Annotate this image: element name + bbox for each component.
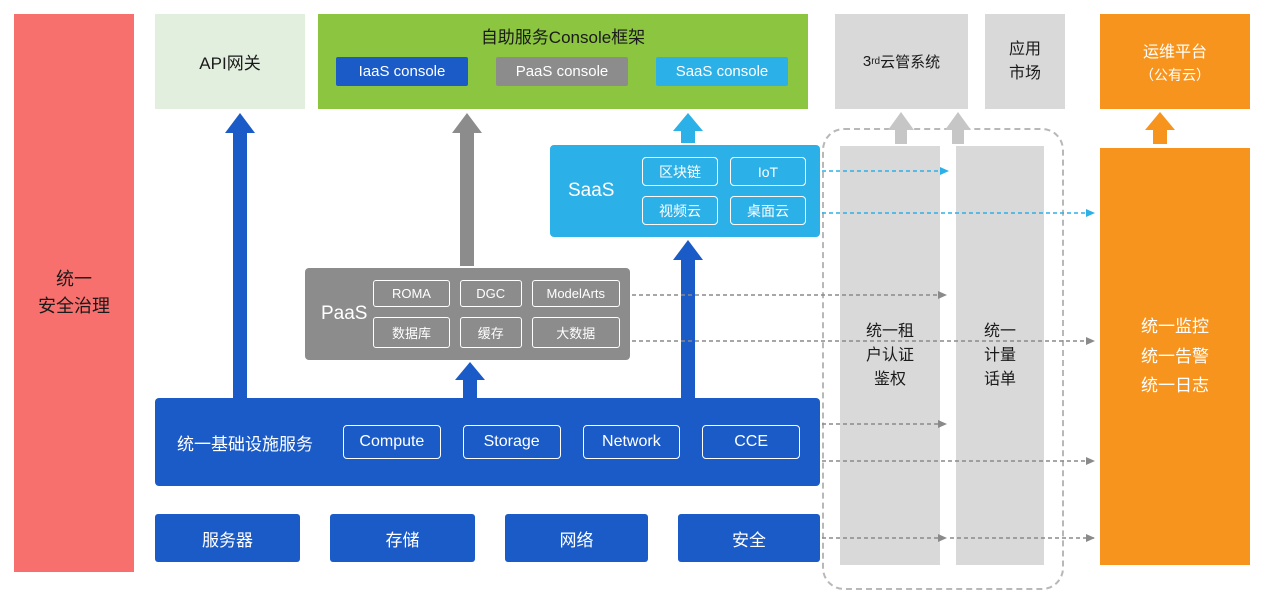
infra-item-storage: Storage — [462, 425, 561, 459]
saas-item-blockchain: 区块链 — [642, 157, 718, 186]
tenant-services-dashed-container — [822, 128, 1064, 590]
paas-item-database: 数据库 — [373, 317, 450, 348]
paas-item-modelarts: ModelArts — [531, 280, 620, 307]
security-governance-bar: 统一 安全治理 — [14, 14, 134, 572]
metering-bar: 统一 计量 话单 — [956, 146, 1044, 565]
console-framework-title: 自助服务Console框架 — [480, 28, 646, 47]
arrow-paas-to-console — [452, 113, 482, 266]
paas-label: PaaS — [321, 303, 368, 324]
infra-item-cce: CCE — [702, 425, 800, 459]
monitoring-bar: 统一监控 统一告警 统一日志 — [1100, 148, 1250, 565]
ops-platform-box: 运维平台 （公有云） — [1100, 14, 1250, 109]
arrow-monitoring-to-ops-platform — [1145, 112, 1175, 144]
paas-item-roma: ROMA — [373, 280, 450, 307]
paas-item-cache: 缓存 — [459, 317, 522, 348]
saas-item-desktop-cloud: 桌面云 — [730, 196, 806, 225]
paas-item-dgc: DGC — [459, 280, 522, 307]
paas-items: ROMA DGC ModelArts 数据库 缓存 大数据 — [373, 280, 620, 348]
saas-item-iot: IoT — [730, 157, 806, 186]
saas-box: SaaS 区块链 IoT 视频云 桌面云 — [550, 145, 820, 237]
saas-item-video-cloud: 视频云 — [642, 196, 718, 225]
paas-item-bigdata: 大数据 — [531, 317, 620, 348]
ops-platform-title: 运维平台 — [1142, 44, 1207, 61]
console-chips-row: IaaS console PaaS console SaaS console — [318, 48, 808, 86]
arrow-infra-to-paas — [455, 362, 485, 398]
security-box: 安全 — [678, 514, 820, 562]
saas-console-chip: SaaS console — [656, 57, 788, 86]
paas-console-chip: PaaS console — [496, 57, 628, 86]
infrastructure-box: 统一基础设施服务 Compute Storage Network CCE — [155, 398, 820, 486]
iaas-console-chip: IaaS console — [336, 57, 468, 86]
storage-box: 存储 — [330, 514, 475, 562]
infra-item-compute: Compute — [343, 425, 441, 459]
app-market-box: 应用 市场 — [985, 14, 1065, 109]
arrow-saas-to-console — [673, 113, 703, 143]
infrastructure-items: Compute Storage Network CCE — [343, 398, 800, 486]
server-box: 服务器 — [155, 514, 300, 562]
third-party-text-pre: 3 — [862, 53, 872, 70]
paas-box: PaaS ROMA DGC ModelArts 数据库 缓存 大数据 — [305, 268, 630, 360]
ops-platform-subtitle: （公有云） — [1140, 67, 1210, 83]
third-party-text-sup: rd — [871, 56, 881, 67]
arrow-infra-to-saas — [673, 240, 703, 398]
arrow-infra-to-api-gateway — [225, 113, 255, 398]
saas-label: SaaS — [568, 180, 615, 201]
third-party-text-post: 云管系统 — [880, 54, 941, 71]
network-box: 网络 — [505, 514, 648, 562]
infra-item-network: Network — [582, 425, 681, 459]
auth-bar: 统一租 户认证 鉴权 — [840, 146, 940, 565]
saas-items: 区块链 IoT 视频云 桌面云 — [642, 157, 806, 225]
infrastructure-label: 统一基础设施服务 — [177, 434, 313, 454]
api-gateway-box: API网关 — [155, 14, 305, 109]
console-framework-box: 自助服务Console框架 IaaS console PaaS console … — [318, 14, 808, 109]
